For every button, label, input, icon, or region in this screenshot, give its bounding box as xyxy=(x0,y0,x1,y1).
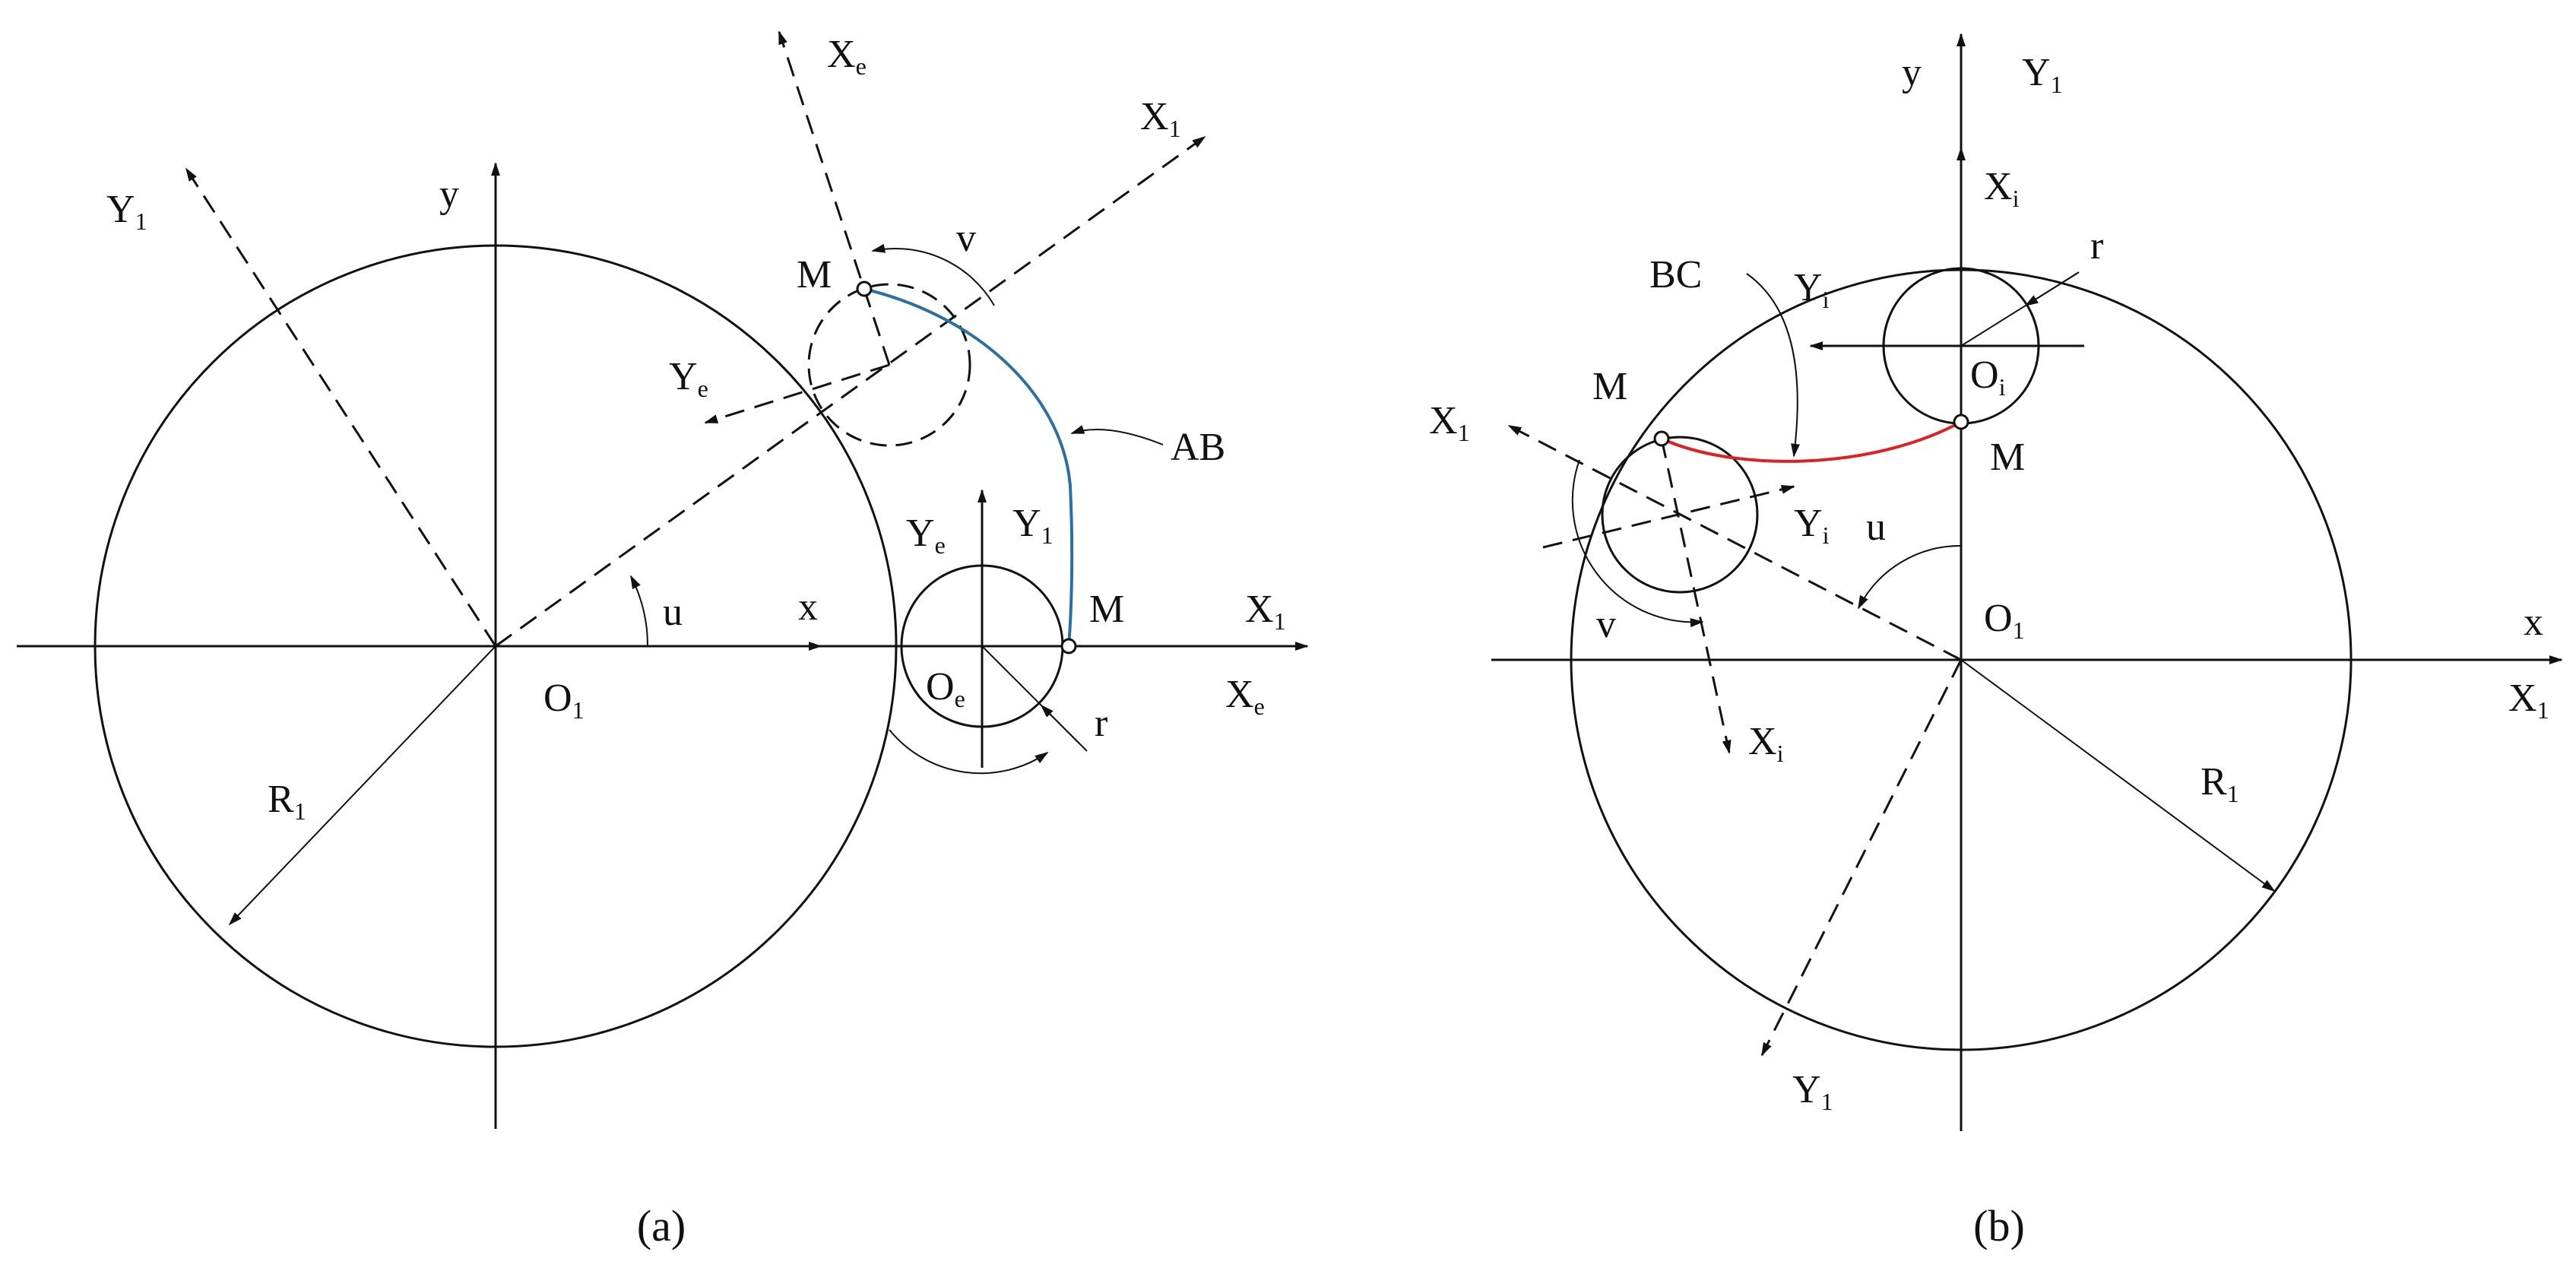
label-u-a: u xyxy=(663,591,683,634)
curve-ab xyxy=(863,287,1074,647)
label-X1-left-b: X1 xyxy=(1429,399,1470,446)
label-Yi-mid-b: Yi xyxy=(1794,502,1830,549)
label-AB: AB xyxy=(1171,426,1225,469)
rolling-circle-rotated-b xyxy=(1601,436,1759,594)
label-Y1-small-a: Y1 xyxy=(1012,502,1054,549)
label-Xe-right-a: Xe xyxy=(1225,673,1265,720)
label-Oe: Oe xyxy=(926,665,965,712)
Xe-axis-a xyxy=(778,30,891,366)
point-M-left-b xyxy=(1653,430,1670,447)
panel-a: x y X1 Y1 Xe Ye M v AB u O1 Ye Y1 M X1 O… xyxy=(17,30,1309,1251)
caption-b: (b) xyxy=(1973,1201,2025,1251)
label-v-b: v xyxy=(1596,603,1616,646)
R1-radius-line-b xyxy=(1960,659,2276,892)
label-Y1-top-a: Y1 xyxy=(106,188,147,235)
label-X1-right-b: X1 xyxy=(2508,677,2549,724)
caption-a: (a) xyxy=(637,1201,686,1251)
label-r-a: r xyxy=(1095,702,1107,745)
angle-u-arc-a xyxy=(630,575,649,647)
label-R1-a: R1 xyxy=(268,778,306,825)
Y1-rotated-axis-a xyxy=(185,167,497,647)
R1-radius-line-a xyxy=(228,645,496,926)
label-x-b: x xyxy=(2524,601,2543,644)
label-Xi-top-b: Xi xyxy=(1984,165,2020,212)
label-x-a: x xyxy=(798,585,818,629)
label-Y1-top-b: Y1 xyxy=(2022,51,2063,98)
curve-bc xyxy=(1661,420,1962,463)
label-Y1-bottom-b: Y1 xyxy=(1792,1068,1833,1115)
angle-u-arc-b xyxy=(1858,544,1962,610)
rolling-circle-dashed-a xyxy=(807,283,971,447)
ab-pointer-a xyxy=(1070,425,1164,445)
label-M-right-a: M xyxy=(1089,588,1124,631)
label-O1-a: O1 xyxy=(543,677,585,724)
label-v-a: v xyxy=(956,217,976,260)
label-Ye-small-a: Ye xyxy=(906,512,946,559)
bc-pointer-b xyxy=(1746,273,1800,458)
label-r-b: r xyxy=(2090,224,2103,268)
label-Oi: Oi xyxy=(1970,353,2006,401)
label-M-left-b: M xyxy=(1592,365,1627,408)
r-pointer-a xyxy=(1040,704,1080,744)
Xi-rotated-axis-b xyxy=(1660,438,1732,754)
label-X1-top-a: X1 xyxy=(1140,95,1181,142)
angle-v-arc-b xyxy=(1571,459,1704,628)
rotation-arc-a xyxy=(889,729,1049,775)
label-Xi-bottom-b: Xi xyxy=(1748,720,1784,767)
label-X1-right-a: X1 xyxy=(1245,588,1286,635)
label-O1-b: O1 xyxy=(1984,597,2025,644)
label-y-a: y xyxy=(439,173,459,216)
label-M-right-b: M xyxy=(1990,436,2025,479)
Yi-rotated-axis-b xyxy=(1542,484,1795,549)
label-BC: BC xyxy=(1649,253,1702,296)
Y1-rotated-axis-b xyxy=(1760,659,1963,1057)
X1-rotated-axis-b xyxy=(1507,424,1962,661)
label-M-top-a: M xyxy=(797,253,832,296)
point-M-right-a xyxy=(1060,638,1077,655)
label-Xe-top-a: Xe xyxy=(827,33,867,80)
point-M-right-b xyxy=(1953,414,1969,430)
Ye-axis-a xyxy=(704,363,890,424)
label-R1-b: R1 xyxy=(2201,760,2239,807)
point-M-top-a xyxy=(856,281,873,297)
label-y-b: y xyxy=(1902,51,1922,94)
r-pointer-b xyxy=(2024,271,2080,306)
label-Ye-left-a: Ye xyxy=(669,355,708,402)
label-Yi-top-b: Yi xyxy=(1794,266,1830,313)
angle-v-arc-a xyxy=(871,243,995,306)
X1-rotated-axis-a xyxy=(495,135,1206,648)
label-u-b: u xyxy=(1866,506,1886,549)
panel-b: y Y1 Xi r BC Yi Oi M X1 M Yi u O1 v x X1… xyxy=(1429,33,2563,1251)
